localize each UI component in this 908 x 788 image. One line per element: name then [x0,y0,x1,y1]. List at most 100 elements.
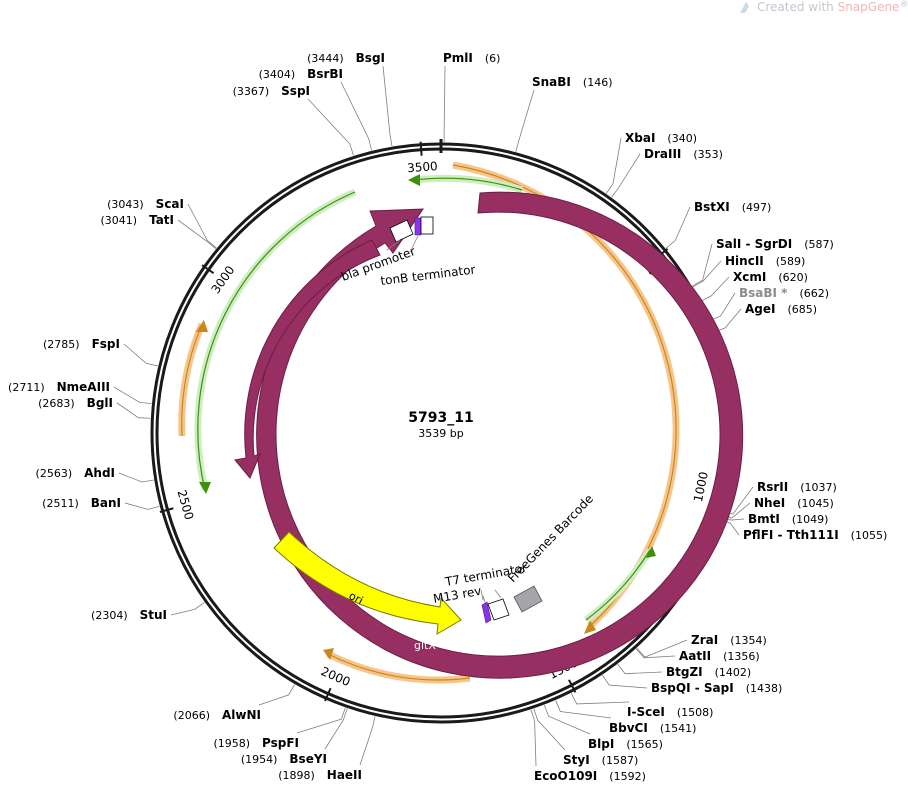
enzyme-name[interactable]: BsrBI [307,67,343,81]
enzyme-name[interactable]: BmtI [748,512,780,526]
primer-arc-left-line [181,323,203,437]
enzyme-leader [692,260,722,288]
enzyme-position: (497) [742,201,772,214]
enzyme-name[interactable]: SnaBI [532,75,571,89]
enzyme-leader [617,663,663,675]
enzyme-name[interactable]: AlwNI [222,708,261,722]
T7-terminator-leader [480,589,484,601]
watermark-prefix: Created with [757,0,838,14]
primer-binding-arcs [178,161,680,684]
enzyme-name[interactable]: BanI [91,496,121,510]
svg-text:Created with SnapGene®: Created with SnapGene® [757,0,908,14]
enzyme-position: (662) [799,287,829,300]
enzyme-leader [324,708,348,750]
enzyme-name[interactable]: BlpI [588,737,614,751]
enzyme-name[interactable]: PmlI [443,51,473,65]
enzyme-name[interactable]: BspQI - SapI [651,681,734,695]
enzyme-name[interactable]: BglI [87,396,113,410]
enzyme-position: (2511) [42,497,79,510]
enzyme-leader [359,716,376,766]
enzyme-name[interactable]: PspFI [262,736,299,750]
enzyme-leader [296,707,346,734]
enzyme-name[interactable]: HaeII [327,768,362,782]
enzyme-labels: BsgI(3444)BsrBI(3404)SspI(3367)PmlI(6)Sn… [8,51,887,783]
enzyme-name[interactable]: FspI [92,337,120,351]
enzyme-name[interactable]: BtgZI [666,665,703,679]
enzyme-name[interactable]: BseYI [289,752,327,766]
enzyme-position: (1898) [278,769,315,782]
enzyme-name[interactable]: SalI - SgrDI [716,237,792,251]
primer-arc-bottom-line [327,653,471,681]
enzyme-name[interactable]: BsgI [356,51,385,65]
tonB-terminator-box [420,216,434,235]
enzyme-name[interactable]: AhdI [84,466,115,480]
enzyme-leader [170,602,205,616]
ruler-tick [568,679,577,693]
enzyme-name[interactable]: RsrII [757,480,788,494]
enzyme-name[interactable]: StyI [563,753,590,767]
enzyme-leader [692,243,713,287]
enzyme-leader [258,684,295,706]
enzyme-name[interactable]: BbvCI [609,721,648,735]
enzyme-leader [709,292,736,322]
enzyme-name[interactable]: StuI [140,608,167,622]
ruler-tick-label: 1000 [691,470,711,503]
enzyme-position: (1587) [602,754,639,767]
plasmid-name: 5793_11 [408,410,473,426]
enzyme-position: (146) [583,76,613,89]
enzyme-position: (1438) [746,682,783,695]
enzyme-name[interactable]: AgeI [745,302,775,316]
enzyme-name[interactable]: I-SceI [627,705,665,719]
enzyme-name[interactable]: NmeAIII [57,380,110,394]
enzyme-position: (685) [787,303,817,316]
gltX-arrow [256,191,744,679]
enzyme-position: (2304) [91,609,128,622]
green-arc-left-arrow [199,482,211,494]
enzyme-name[interactable]: EcoO109I [534,769,597,783]
enzyme-position: (1402) [715,666,752,679]
enzyme-name[interactable]: PflFI - Tth111I [743,528,839,542]
enzyme-name[interactable]: XbaI [625,131,655,145]
enzyme-leader [113,386,152,404]
enzyme-position: (1958) [213,737,250,750]
enzyme-name[interactable]: SspI [281,84,310,98]
enzyme-position: (1049) [792,513,829,526]
enzyme-position: (1354) [730,634,767,647]
enzyme-leader [602,674,648,689]
enzyme-position: (1508) [677,706,714,719]
enzyme-position: (1045) [797,497,834,510]
enzyme-position: (587) [804,238,834,251]
watermark-suffix: ® [899,0,908,10]
enzyme-name[interactable]: ZraI [691,633,718,647]
primer-arc-bottom-arrow [323,648,334,660]
enzyme-name[interactable]: ScaI [156,197,184,211]
enzyme-leader [187,203,217,249]
enzyme-name[interactable]: HincII [725,254,764,268]
enzyme-leader [340,81,372,151]
ruler-tick [201,264,215,274]
green-arc-left-line [197,191,356,491]
FreeGenes-barcode-label: FreeGenes Barcode [505,492,596,585]
enzyme-position: (1954) [241,753,278,766]
enzyme-name[interactable]: NheI [754,496,785,510]
green-arc-top-line [413,177,523,191]
enzyme-position: (3444) [307,52,344,65]
enzyme-name[interactable]: BsaBI * [739,286,788,300]
enzyme-name[interactable]: DraIII [644,147,681,161]
enzyme-position: (3041) [100,214,137,227]
enzyme-name[interactable]: TatI [149,213,174,227]
enzyme-position: (1037) [800,481,837,494]
enzyme-position: (1592) [609,770,646,783]
plasmid-length: 3539 bp [418,427,463,440]
M13-rev-leader [482,595,486,603]
enzyme-position: (1055) [851,529,888,542]
enzyme-position: (2711) [8,381,45,394]
enzyme-position: (3404) [259,68,296,81]
enzyme-name[interactable]: XcmI [733,270,766,284]
enzyme-name[interactable]: AatII [679,649,711,663]
green-arc-top-arrow [408,174,420,186]
enzyme-name[interactable]: BstXI [694,200,730,214]
ruler-tick [324,687,332,702]
ruler-tick [159,507,174,513]
